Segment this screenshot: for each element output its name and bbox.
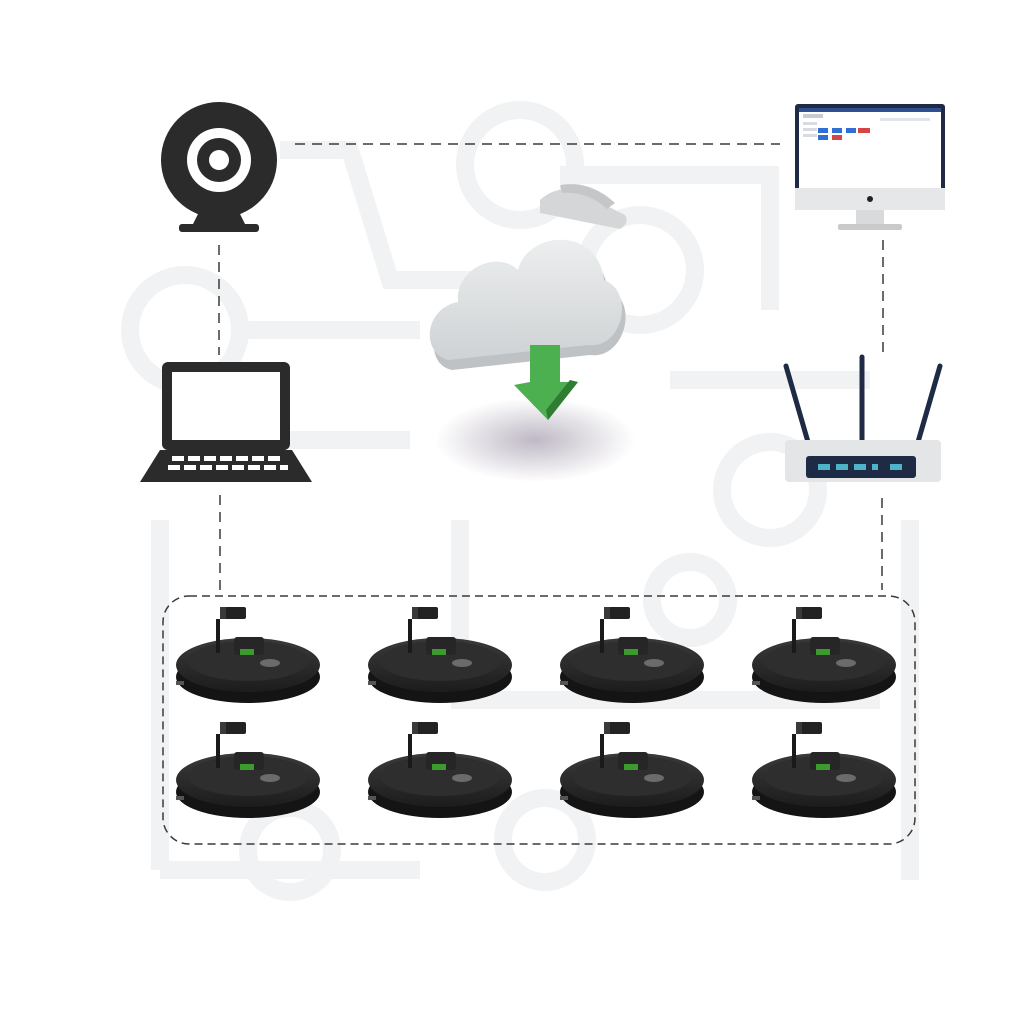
robot-vacuum-icon (368, 722, 512, 818)
robot-vacuum-icon (176, 607, 320, 703)
connection-lines (218, 143, 884, 590)
robot-vacuum-icon (752, 722, 896, 818)
background-circuit (121, 101, 919, 901)
cloud-download-icon (429, 184, 635, 482)
robot-fleet (176, 607, 896, 818)
desktop-monitor-icon (795, 104, 945, 230)
laptop-icon (140, 362, 312, 482)
robot-vacuum-icon (368, 607, 512, 703)
robot-vacuum-icon (176, 722, 320, 818)
wifi-router-icon (783, 354, 943, 482)
robot-vacuum-icon (560, 607, 704, 703)
webcam-icon (161, 102, 277, 232)
robot-vacuum-icon (752, 607, 896, 703)
robot-vacuum-icon (560, 722, 704, 818)
robot-group-boundary (162, 595, 916, 845)
